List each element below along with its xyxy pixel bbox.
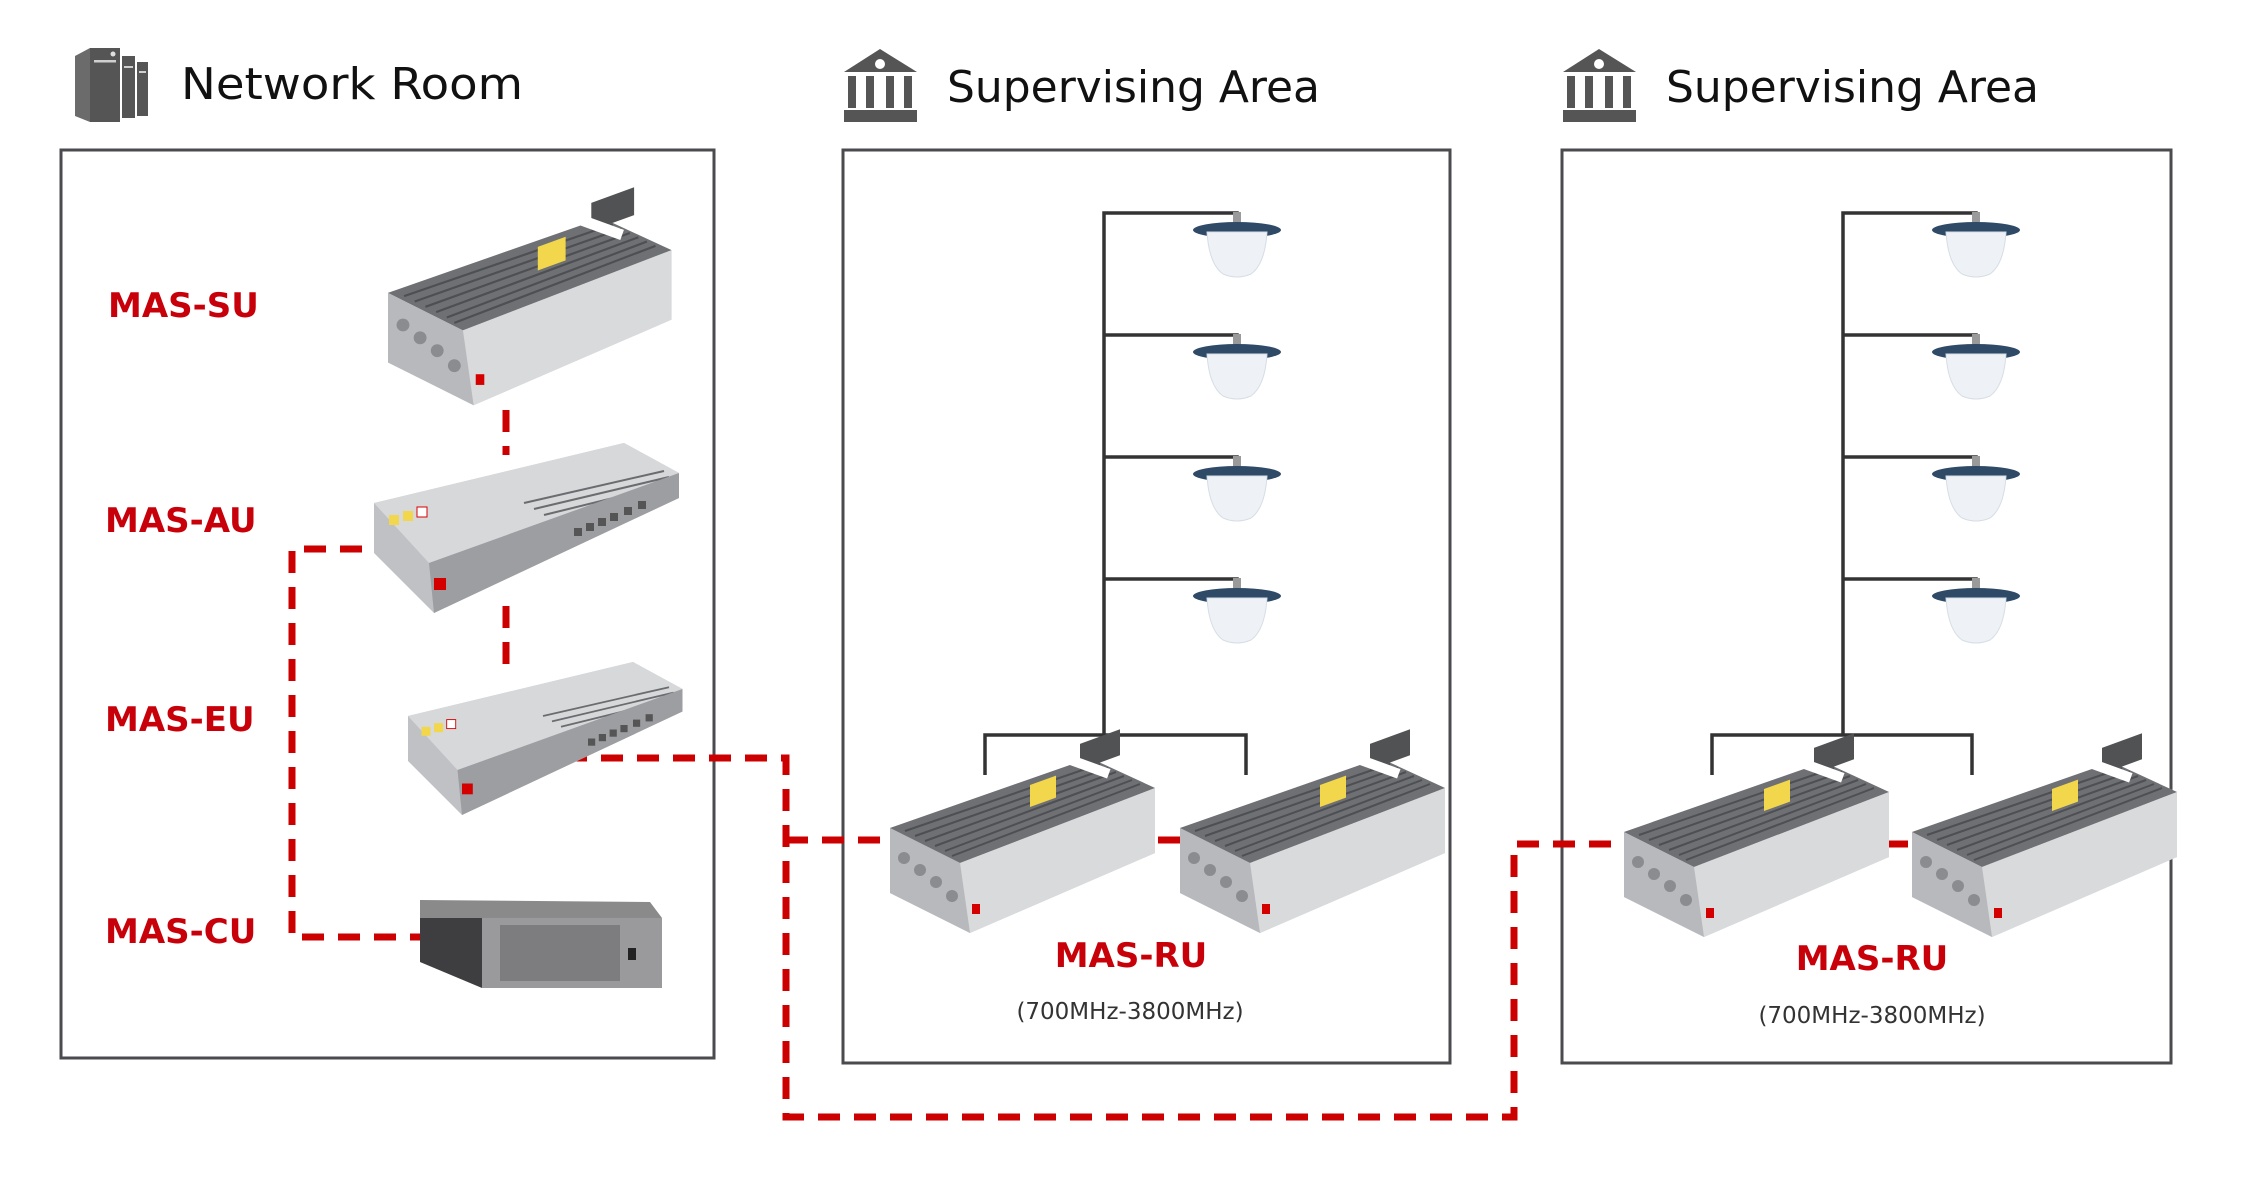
network-room-header: Network Room [75,48,523,122]
label-mas-cu: MAS-CU [105,912,256,952]
server-rack-icon [75,48,148,122]
area-title-supervising-area-2: Supervising Area [1666,62,2039,113]
mas-cu-device-image [420,900,662,988]
supervising-area-1-frame [841,148,1452,1065]
frequency-range-area2: (700MHz-3800MHz) [1758,1003,1985,1029]
mas-ru-device-image [1179,728,1446,934]
ceiling-antenna-icon [1931,333,2021,400]
area-title-supervising-area-1: Supervising Area [947,62,1320,113]
building-columns-icon [1563,49,1636,122]
ceiling-antenna-icon [1192,455,1282,522]
label-mas-su: MAS-SU [108,286,259,326]
mas-ru-device-image [889,728,1156,934]
mas-eu-device-image [407,661,684,816]
fiber-links [288,410,1926,1121]
mas-su-device-image [386,186,673,407]
label-mas-ru-area1: MAS-RU [1055,936,1208,976]
ceiling-antenna-icon [1192,211,1282,278]
area-title-network-room: Network Room [181,59,523,110]
ceiling-antenna-icon [1192,577,1282,644]
supervising-area-1-header: Supervising Area [844,49,1320,122]
supervising-area-2-header: Supervising Area [1563,49,2039,122]
fiber-au-cu [288,545,425,941]
ceiling-antenna-icon [1931,577,2021,644]
label-mas-eu: MAS-EU [105,700,255,740]
fiber-eu-ru [565,754,1630,1121]
antenna-feeder-tree-2 [1710,211,1978,775]
mas-au-device-image [373,442,680,614]
mas-ru-device-image [1623,732,1890,938]
label-mas-au: MAS-AU [105,501,257,541]
ceiling-antenna-icon [1192,333,1282,400]
ceiling-antenna-icon [1931,455,2021,522]
label-mas-ru-area2: MAS-RU [1796,939,1949,979]
antenna-feeder-tree-1 [983,211,1248,775]
building-columns-icon [844,49,917,122]
network-room-frame [59,148,716,1060]
supervising-area-2-frame [1560,148,2173,1065]
mas-ru-device-image [1911,732,2178,938]
ceiling-antenna-icon [1931,211,2021,278]
frequency-range-area1: (700MHz-3800MHz) [1016,999,1243,1025]
